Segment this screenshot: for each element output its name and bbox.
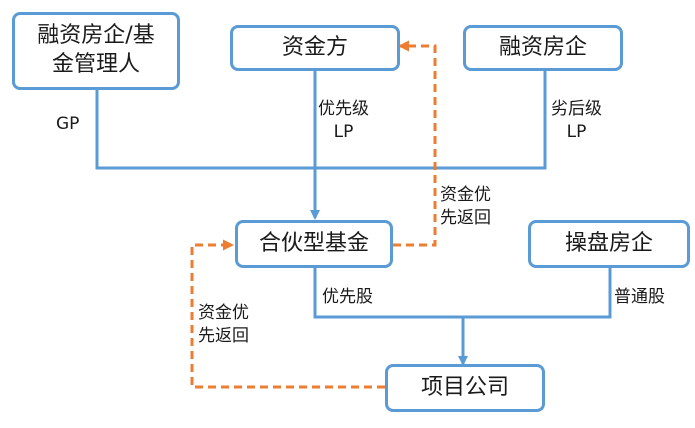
senior-lp-label: 优先级 LP <box>318 99 369 142</box>
partnership-fund-label: 合伙型基金 <box>258 230 369 256</box>
project-company-label: 项目公司 <box>420 374 509 400</box>
gp-connector-line <box>95 89 315 170</box>
return-to-capital-arrow <box>393 40 437 247</box>
operating-developer-box: 操盘房企 <box>528 220 690 268</box>
common-share-label: 普通股 <box>614 287 665 307</box>
project-company-box: 项目公司 <box>385 364 545 412</box>
gp-investor-box: 融资房企/基金管理人 <box>12 12 180 90</box>
capital-provider-label: 资金方 <box>281 34 348 60</box>
operating-developer-label: 操盘房企 <box>564 230 653 256</box>
capital-flow-lines <box>95 70 612 366</box>
partnership-fund-box: 合伙型基金 <box>235 220 393 268</box>
capital-provider-box: 资金方 <box>230 25 400 71</box>
return-to-fund-arrow <box>190 239 385 389</box>
junior-lp-connector-line <box>315 70 547 170</box>
financing-developer-label: 融资房企 <box>498 34 587 60</box>
return-to-capital-label: 资金优 先返回 <box>440 185 491 228</box>
gp-investor-label: 融资房企/基金管理人 <box>37 23 155 77</box>
financing-developer-box: 融资房企 <box>463 25 623 71</box>
return-flow-lines <box>190 40 437 389</box>
preferred-share-label: 优先股 <box>322 287 373 307</box>
return-to-fund-label: 资金优 先返回 <box>198 303 249 346</box>
junior-lp-label: 劣后级 LP <box>551 99 602 142</box>
gp-label: GP <box>56 114 80 134</box>
